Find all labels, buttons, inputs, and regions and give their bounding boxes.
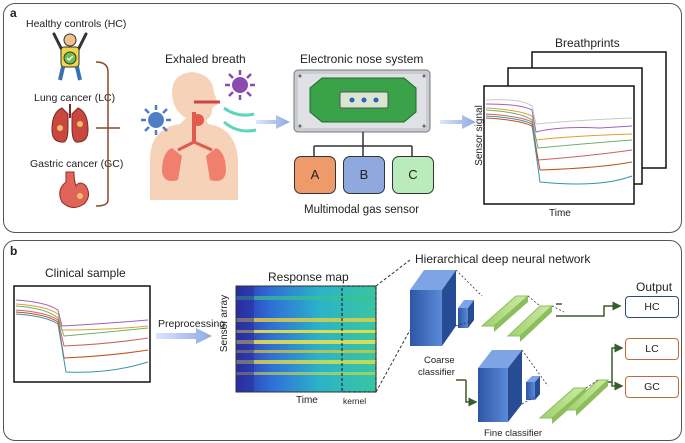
output-hc: HC (625, 296, 679, 318)
group-label-hc: Healthy controls (HC) (26, 18, 127, 30)
fine-classifier-network (478, 349, 610, 424)
preprocessing-label: Preprocessing (158, 318, 226, 330)
panel-b-label: b (10, 244, 18, 258)
coarse-classifier-label-2: classifier (418, 367, 455, 378)
electronic-nose-device (293, 69, 431, 133)
group-label-gc: Gastric cancer (GC) (30, 158, 124, 170)
arrow-icon (440, 115, 476, 129)
sensor-caption: Multimodal gas sensor (304, 204, 420, 216)
clinical-sample-curves (15, 299, 149, 373)
enose-title: Electronic nose system (300, 52, 424, 66)
sensor-a: A (294, 156, 336, 194)
breathprint-curves (485, 99, 633, 185)
coarse-classifier-network (410, 269, 622, 346)
sensor-b: B (343, 156, 385, 194)
breathprints-title: Breathprints (555, 36, 620, 50)
clinical-sample-title: Clinical sample (45, 266, 126, 280)
arrow-icon (256, 115, 290, 129)
panel-a-label: a (10, 6, 17, 20)
healthy-person-icon (52, 32, 88, 81)
coarse-classifier-label-1: Coarse (424, 355, 455, 366)
virus-icon-purple (225, 70, 255, 100)
time-label-a: Time (549, 208, 571, 219)
output-lc: LC (625, 338, 679, 360)
kernel-label: kernel (343, 396, 367, 406)
lungs-icon (51, 104, 89, 143)
group-label-lc: Lung cancer (LC) (34, 92, 116, 104)
output-gc: GC (625, 376, 679, 398)
exhaled-breath-title: Exhaled breath (165, 52, 246, 66)
response-map-title: Response map (268, 270, 349, 284)
sensor-c: C (392, 156, 434, 194)
response-map-heatmap (235, 285, 377, 393)
virus-icon-blue (141, 105, 171, 135)
time-label-b: Time (296, 395, 318, 406)
human-silhouette-icon (150, 72, 238, 200)
stomach-icon (59, 171, 90, 208)
preprocessing-arrow-icon (156, 328, 212, 344)
network-title: Hierarchical deep neural network (415, 252, 591, 266)
output-title: Output (636, 280, 673, 294)
breathprint-plot (483, 85, 635, 205)
fine-classifier-label: Fine classifier (484, 428, 543, 439)
